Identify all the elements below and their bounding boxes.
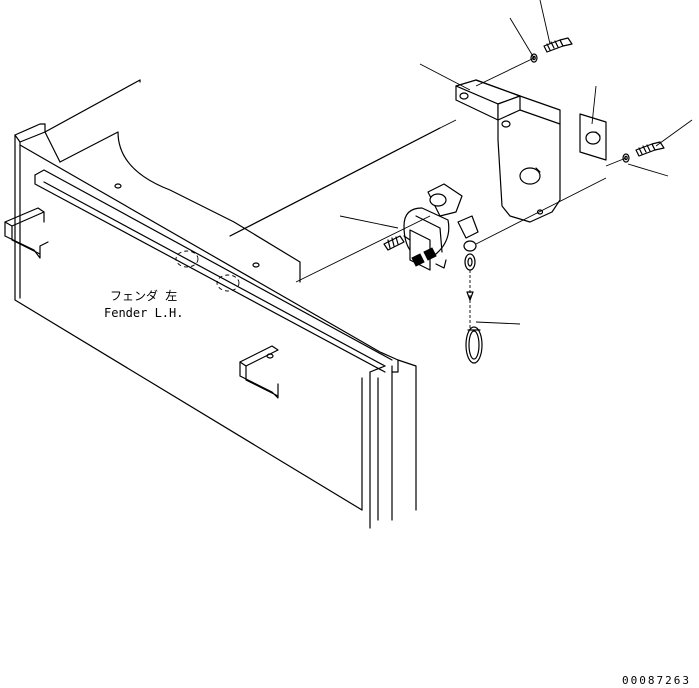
mounting-bracket bbox=[455, 79, 561, 223]
bolt-right bbox=[622, 141, 665, 163]
fender-label-jp: フェンダ 左 bbox=[110, 288, 177, 303]
gasket-plate bbox=[579, 113, 607, 161]
drawing-code: 00087263 bbox=[622, 674, 691, 687]
fender-label-en: Fender L.H. bbox=[104, 306, 183, 320]
fender-label: フェンダ 左 Fender L.H. bbox=[104, 288, 183, 320]
assembly-lines bbox=[229, 57, 627, 283]
disconnect-switch bbox=[383, 183, 479, 271]
key-chain bbox=[465, 270, 483, 364]
leader-lines bbox=[339, 0, 693, 325]
fender-left bbox=[4, 79, 441, 529]
bolt-top bbox=[530, 37, 573, 63]
